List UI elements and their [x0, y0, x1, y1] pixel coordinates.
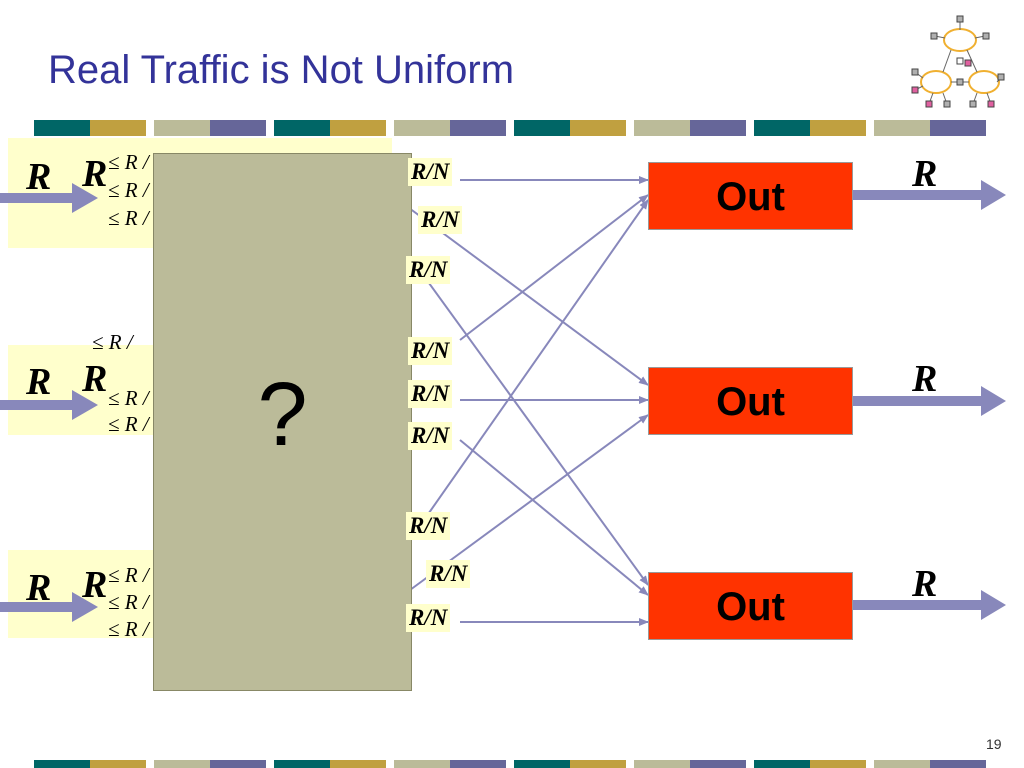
- input-3-rate-label-1: ≤ R /: [108, 563, 149, 587]
- decorative-top-bar: [34, 120, 986, 136]
- question-mark: ?: [257, 365, 308, 465]
- unknown-switch-box: ?: [153, 153, 412, 691]
- input-1-rate-label-2: ≤ R /: [108, 178, 149, 202]
- output-port-1: Out: [648, 162, 853, 230]
- output-1-rate: R: [912, 153, 938, 195]
- input-2-rate-label-1: ≤ R /: [92, 330, 133, 354]
- input-3-rate-label-2: ≤ R /: [108, 590, 149, 614]
- input-2-rate-label-2: ≤ R /: [108, 386, 149, 410]
- link-label-5: R/N: [408, 380, 453, 408]
- input-3-inner-rate: R: [82, 564, 108, 606]
- link-label-1: R/N: [408, 158, 453, 186]
- input-1-rate-label-1: ≤ R /: [108, 150, 149, 174]
- link-label-4: R/N: [408, 337, 453, 365]
- link-label-8: R/N: [426, 560, 471, 588]
- input-2-outer-rate: R: [26, 361, 52, 403]
- link-label-9: R/N: [406, 604, 451, 632]
- link-label-7: R/N: [406, 512, 451, 540]
- link-label-6: R/N: [408, 422, 453, 450]
- input-1-outer-rate: R: [26, 156, 52, 198]
- page-number: 19: [986, 736, 1002, 752]
- input-3-rate-label-3: ≤ R /: [108, 617, 149, 641]
- output-3-rate: R: [912, 563, 938, 605]
- input-2-inner-rate: R: [82, 358, 108, 400]
- slide-title: Real Traffic is Not Uniform: [48, 48, 515, 92]
- input-3-outer-rate: R: [26, 567, 52, 609]
- link-label-2: R/N: [418, 206, 463, 234]
- input-1-inner-rate: R: [82, 153, 108, 195]
- input-1-rate-label-3: ≤ R /: [108, 206, 149, 230]
- network-cloud-icon: [911, 15, 1005, 108]
- input-2-rate-label-3: ≤ R /: [108, 412, 149, 436]
- output-port-2: Out: [648, 367, 853, 435]
- output-2-rate: R: [912, 358, 938, 400]
- decorative-bottom-bar: [34, 760, 986, 768]
- output-port-3: Out: [648, 572, 853, 640]
- link-label-3: R/N: [406, 256, 451, 284]
